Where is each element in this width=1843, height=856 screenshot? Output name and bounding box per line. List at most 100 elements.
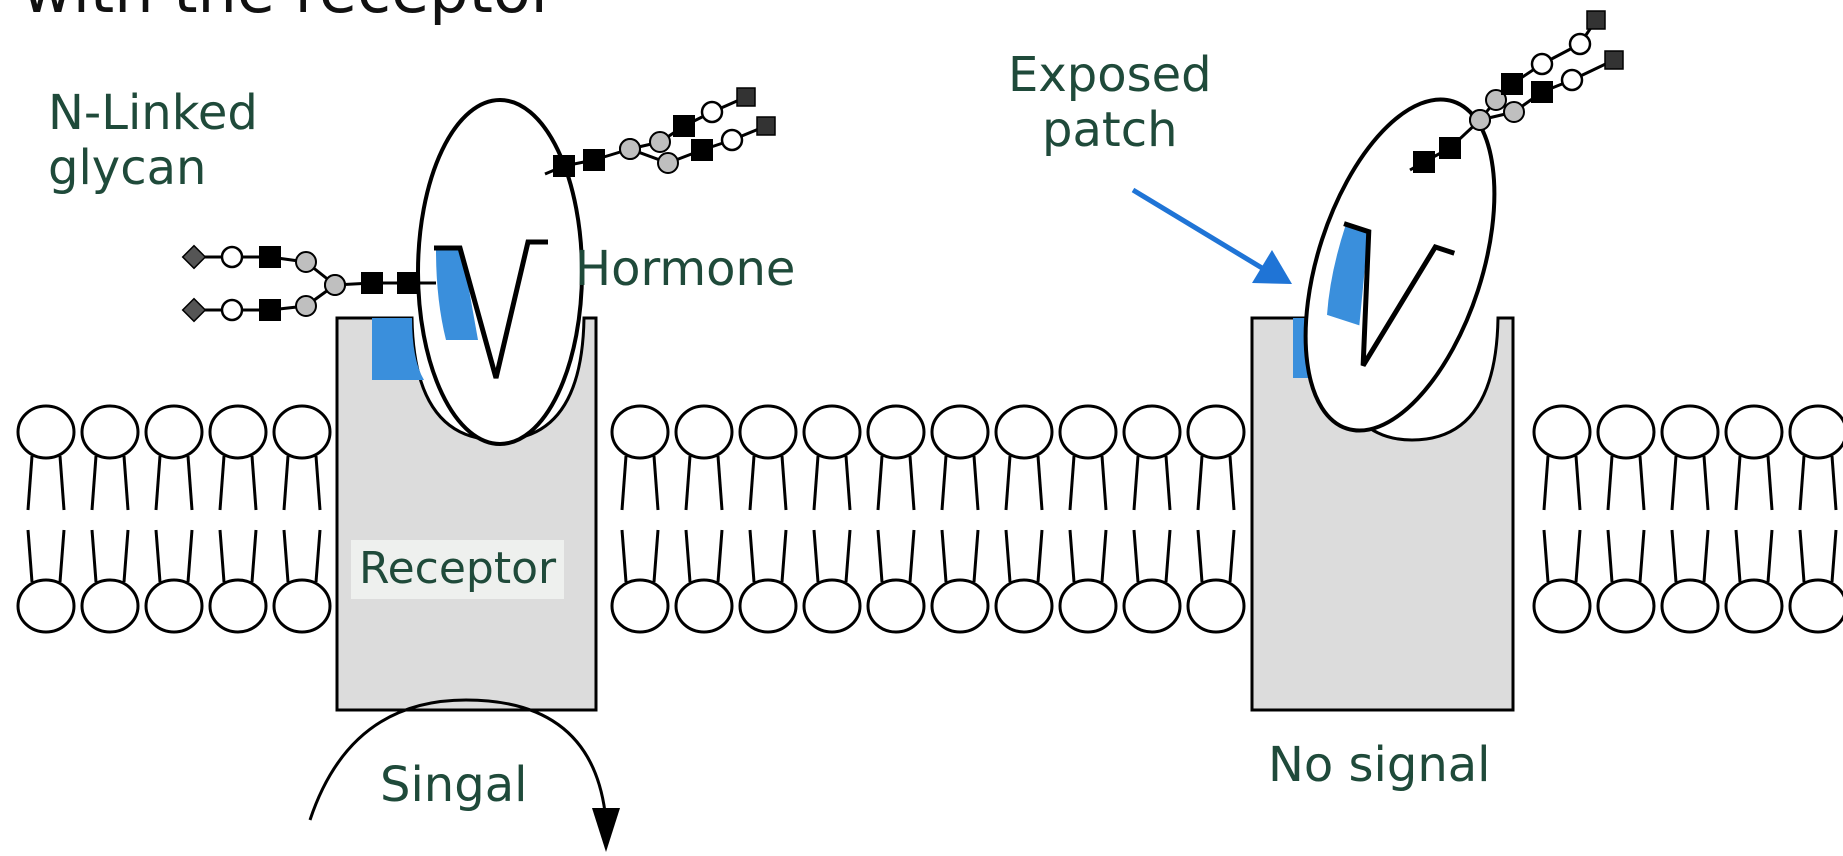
receptor-label: Receptor [351, 540, 564, 599]
lipid-tail [1576, 456, 1580, 510]
lipid-head-bottom [82, 580, 138, 632]
glycan-grey-circle [650, 132, 670, 152]
lipid [612, 406, 668, 632]
lipid-tail [1800, 456, 1804, 510]
lipid-tail [1038, 456, 1042, 510]
lipid-tail [750, 456, 754, 510]
glycan-chain [183, 275, 345, 321]
lipid-tail [654, 456, 658, 510]
lipid-tail [1640, 456, 1644, 510]
lipid-tail [60, 530, 64, 582]
lipid-head-top [868, 406, 924, 458]
glycan-white-circle [222, 247, 242, 267]
lipid-tail [156, 530, 160, 582]
lipid-head-top [804, 406, 860, 458]
lipid-tail [28, 456, 32, 510]
lipid-head-top [1598, 406, 1654, 458]
lipid-tail [1134, 456, 1138, 510]
lipid-tail [188, 456, 192, 510]
lipid-tail [1230, 530, 1234, 582]
glycan-square [1531, 81, 1553, 103]
glycan-square [691, 139, 713, 161]
glycan-terminal-square [737, 88, 755, 106]
lipid-tail [686, 456, 690, 510]
lipid-head-top [1124, 406, 1180, 458]
lipid-tail [124, 456, 128, 510]
lipid-head-bottom [676, 580, 732, 632]
glycan-white-circle [1562, 70, 1582, 90]
lipid-head-top [1188, 406, 1244, 458]
lipid-head-top [676, 406, 732, 458]
lipid-tail [878, 530, 882, 582]
lipid-head-top [1060, 406, 1116, 458]
glycan-chain [545, 88, 755, 177]
glycan-grey-circle [620, 139, 640, 159]
lipid-tail [1006, 530, 1010, 582]
glycan-chain [1410, 11, 1605, 173]
lipid-tail [782, 530, 786, 582]
lipid-tail [220, 530, 224, 582]
lipid-tail [654, 530, 658, 582]
lipid-head-top [18, 406, 74, 458]
lipid-head-bottom [804, 580, 860, 632]
hormone-label: Hormone [575, 242, 795, 297]
lipid-head-bottom [146, 580, 202, 632]
glycan-grey-circle [1504, 102, 1524, 122]
lipid-head-bottom [274, 580, 330, 632]
glycan-terminal-square [1587, 11, 1605, 29]
lipid-tail [1544, 456, 1548, 510]
glycan-square [673, 115, 695, 137]
lipid-tail [28, 530, 32, 582]
lipid-tail [974, 456, 978, 510]
lipid-tail [910, 456, 914, 510]
lipid-head-top [1534, 406, 1590, 458]
glycan-grey-circle [296, 296, 316, 316]
lipid-head-bottom [1534, 580, 1590, 632]
lipid-tail [1832, 456, 1836, 510]
signal-label: Singal [380, 758, 527, 813]
lipid [996, 406, 1052, 632]
lipid-tail [846, 456, 850, 510]
lipid-tail [1070, 456, 1074, 510]
lipid-tail [1672, 456, 1676, 510]
lipid-head-bottom [1726, 580, 1782, 632]
lipid-tail [220, 456, 224, 510]
glycan-diamond [183, 299, 206, 322]
lipid-tail [1230, 456, 1234, 510]
glycan-white-circle [702, 102, 722, 122]
lipid-tail [814, 530, 818, 582]
lipid-tail [1102, 530, 1106, 582]
lipid-tail [1198, 456, 1202, 510]
lipid-tail [92, 456, 96, 510]
lipid-tail [1704, 456, 1708, 510]
lipid-tail [1134, 530, 1138, 582]
lipid-tail [316, 456, 320, 510]
glycan-white-circle [722, 130, 742, 150]
lipid-head-bottom [868, 580, 924, 632]
lipid-head-bottom [1790, 580, 1843, 632]
lipid-tail [1070, 530, 1074, 582]
lipid-head-bottom [932, 580, 988, 632]
glycan-diamond [183, 246, 206, 269]
lipid-tail [1608, 456, 1612, 510]
lipid-head-bottom [1662, 580, 1718, 632]
glycan-grey-circle [1470, 110, 1490, 130]
lipid-head-top [612, 406, 668, 458]
lipid [1662, 406, 1718, 632]
glycan-grey-circle [296, 252, 316, 272]
lipid-tail [316, 530, 320, 582]
glycan-square [397, 272, 419, 294]
lipid [932, 406, 988, 632]
lipid-head-bottom [1188, 580, 1244, 632]
lipid-tail [942, 456, 946, 510]
lipid [1534, 406, 1590, 632]
lipid-tail [1038, 530, 1042, 582]
lipid-tail [1608, 530, 1612, 582]
lipid-tail [124, 530, 128, 582]
glycan-white-circle [1570, 34, 1590, 54]
lipid [1790, 406, 1843, 632]
lipid-tail [284, 456, 288, 510]
lipid [1188, 406, 1244, 632]
lipid [868, 406, 924, 632]
